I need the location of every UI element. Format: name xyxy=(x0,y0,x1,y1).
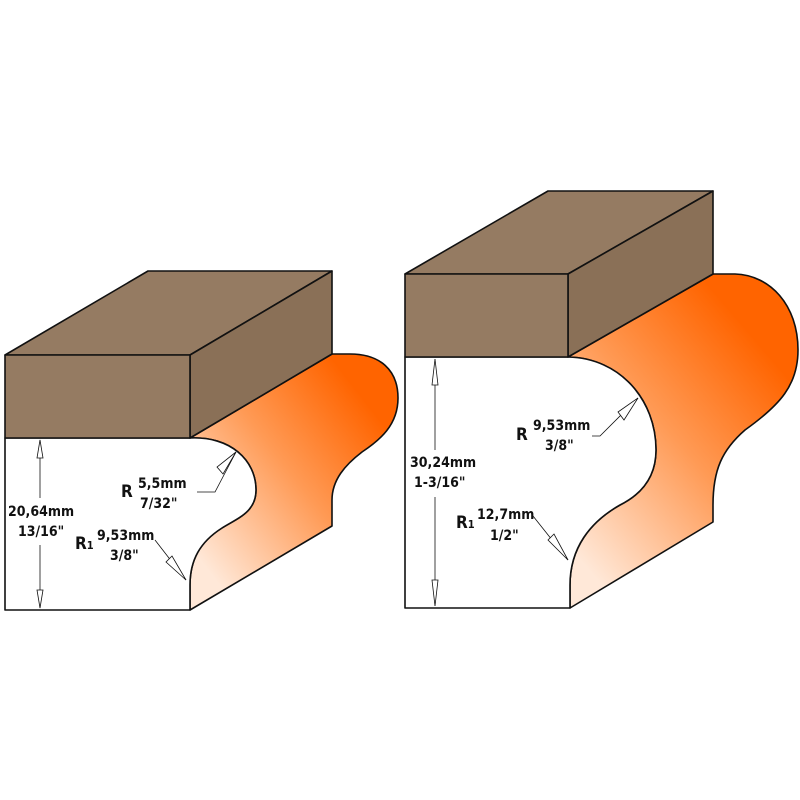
height-mm-right: 30,24mm xyxy=(410,455,476,471)
radius-inch-left: 7/32" xyxy=(140,496,177,512)
profile-left xyxy=(4,270,399,611)
radius-inch-right: 3/8" xyxy=(545,438,574,454)
bearing-front xyxy=(404,273,569,358)
height-inch-right: 1-3/16" xyxy=(414,475,465,491)
radius-mm-right: 9,53mm xyxy=(533,418,590,434)
radius1-mm-left: 9,53mm xyxy=(97,528,154,544)
radius1-inch-right: 1/2" xyxy=(490,528,519,544)
bearing-front xyxy=(4,354,191,439)
height-inch-left: 13/16" xyxy=(18,524,64,540)
radius-prefix-left: R xyxy=(121,482,133,502)
workpiece-front xyxy=(404,356,657,609)
radius-mm-left: 5,5mm xyxy=(138,476,187,492)
radius1-prefix-right: R1 xyxy=(456,513,475,533)
workpiece-front xyxy=(4,437,257,611)
height-dimension-right xyxy=(431,358,639,607)
radius-prefix-right: R xyxy=(516,425,528,445)
radius1-inch-left: 3/8" xyxy=(110,548,139,564)
height-mm-left: 20,64mm xyxy=(8,504,74,520)
height-dimension-left xyxy=(36,439,237,609)
radius1-mm-right: 12,7mm xyxy=(477,507,534,523)
radius1-prefix-left: R1 xyxy=(75,534,94,554)
profile-right xyxy=(404,190,799,609)
